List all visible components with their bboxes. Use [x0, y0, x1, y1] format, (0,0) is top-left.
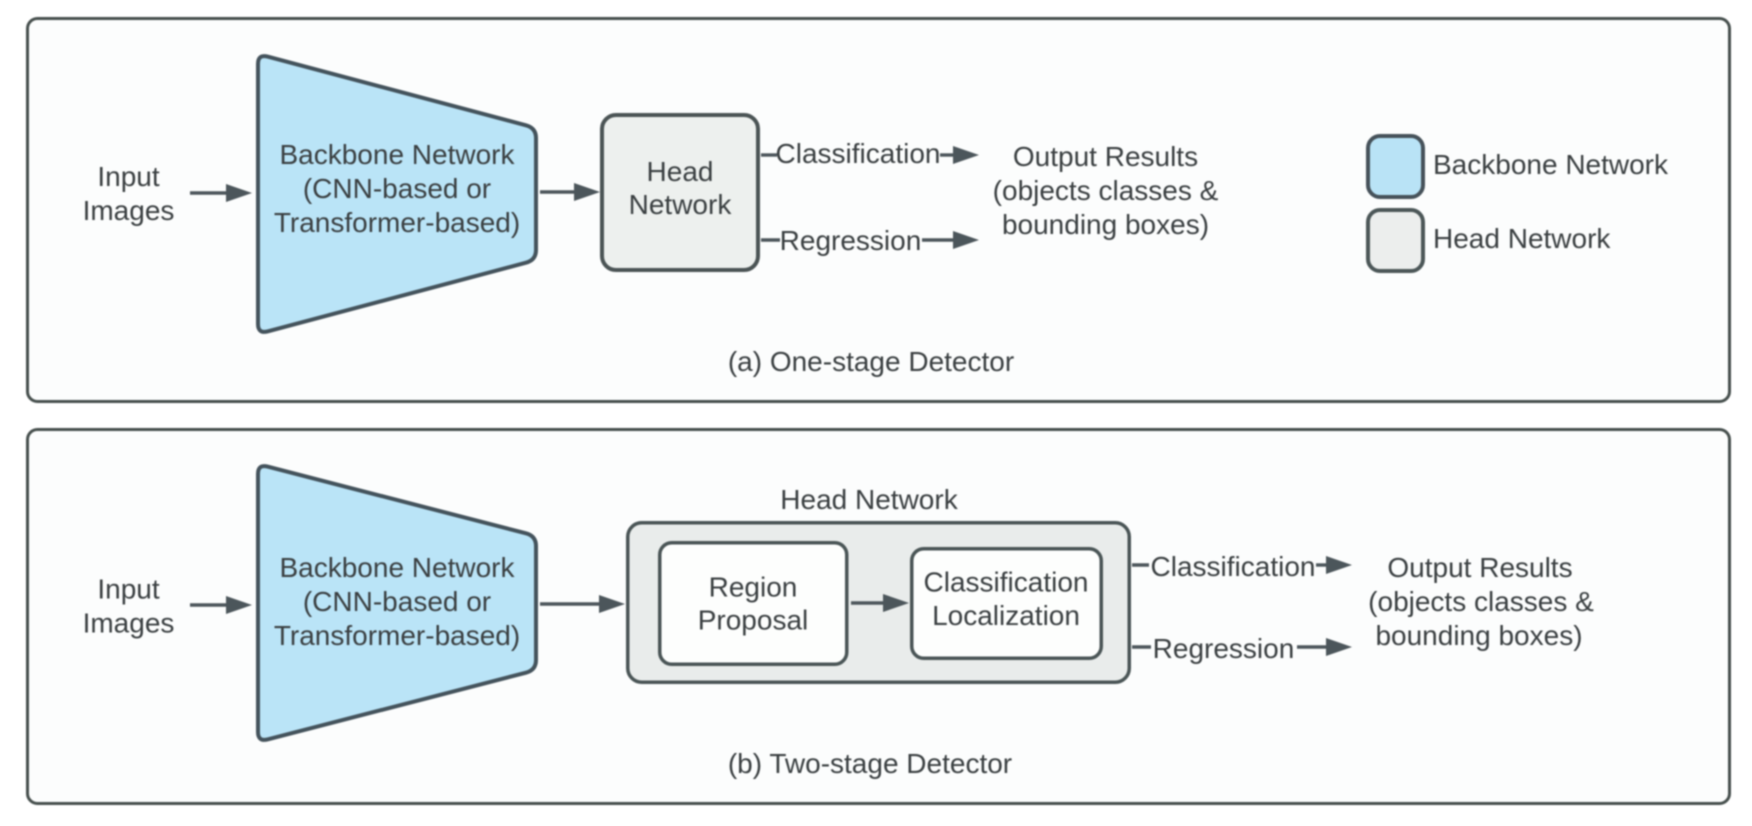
svg-text:Images: Images: [83, 608, 175, 639]
svg-text:Classification: Classification: [776, 138, 941, 169]
svg-text:Output Results: Output Results: [1387, 552, 1572, 583]
svg-text:(CNN-based or: (CNN-based or: [303, 173, 491, 204]
svg-text:Backbone Network: Backbone Network: [279, 139, 515, 170]
svg-text:Localization: Localization: [932, 600, 1080, 631]
svg-text:Classification: Classification: [1151, 551, 1316, 582]
svg-text:Input: Input: [97, 574, 159, 605]
svg-text:Network: Network: [629, 189, 733, 220]
svg-text:Transformer-based): Transformer-based): [274, 620, 520, 651]
svg-text:(objects classes &: (objects classes &: [993, 175, 1219, 206]
svg-text:Backbone Network: Backbone Network: [1433, 149, 1669, 180]
svg-text:(objects classes &: (objects classes &: [1368, 586, 1594, 617]
svg-text:(b) Two-stage Detector: (b) Two-stage Detector: [728, 748, 1012, 779]
svg-text:Regression: Regression: [1153, 633, 1295, 664]
svg-text:bounding boxes): bounding boxes): [1002, 209, 1209, 240]
svg-text:Transformer-based): Transformer-based): [274, 207, 520, 238]
svg-text:Region: Region: [709, 572, 798, 603]
svg-text:Images: Images: [83, 195, 175, 226]
svg-text:Regression: Regression: [780, 225, 922, 256]
svg-text:Classification: Classification: [924, 567, 1089, 598]
svg-text:Head Network: Head Network: [780, 484, 958, 515]
svg-text:Output Results: Output Results: [1013, 141, 1198, 172]
svg-text:Proposal: Proposal: [698, 605, 809, 636]
svg-text:(a) One-stage Detector: (a) One-stage Detector: [728, 346, 1014, 377]
svg-text:(CNN-based or: (CNN-based or: [303, 586, 491, 617]
svg-text:Input: Input: [97, 161, 159, 192]
svg-text:Backbone Network: Backbone Network: [279, 552, 515, 583]
svg-text:bounding boxes): bounding boxes): [1375, 620, 1582, 651]
svg-text:Head Network: Head Network: [1433, 223, 1611, 254]
svg-text:Head: Head: [647, 156, 714, 187]
